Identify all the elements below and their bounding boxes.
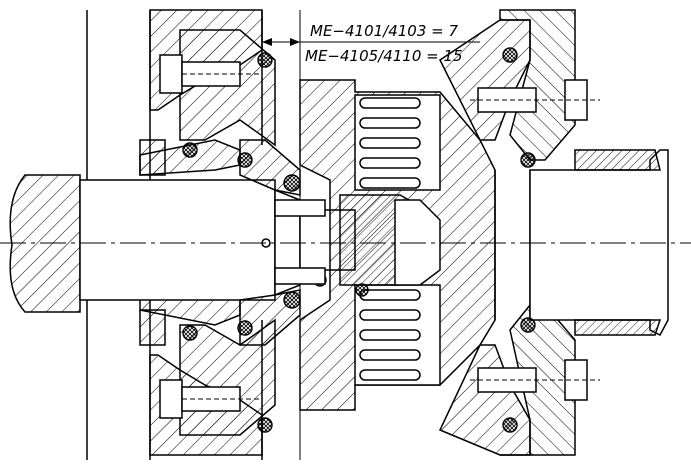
dimension-label-2: ME−4105/4110 = 15 xyxy=(305,47,463,65)
hub-screws xyxy=(261,199,326,285)
impeller-vanes xyxy=(359,97,421,381)
left-bolt-bottom xyxy=(159,379,260,419)
right-bolt-top xyxy=(470,79,600,121)
dimension-leader xyxy=(262,38,480,46)
outlet-fitting xyxy=(529,149,669,336)
dimension-label-1: ME−4101/4103 = 7 xyxy=(310,22,458,40)
shaft xyxy=(9,174,356,313)
o-rings xyxy=(182,47,536,433)
right-bolt-bottom xyxy=(470,359,600,401)
left-bolt-top xyxy=(159,54,260,94)
impeller-nut xyxy=(339,194,441,286)
